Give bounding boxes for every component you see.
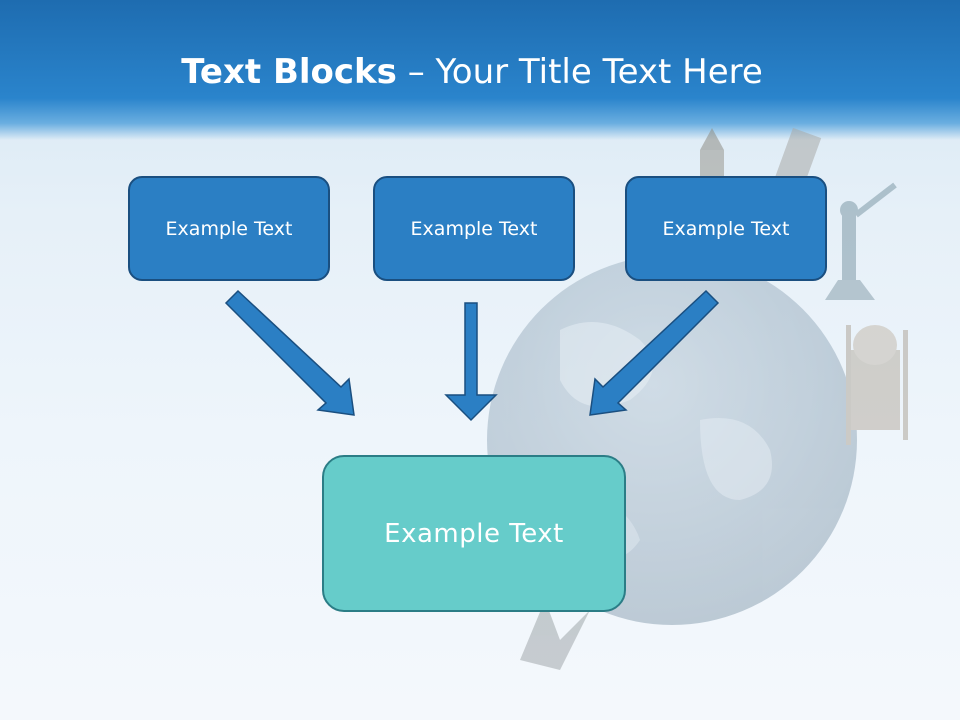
target-text-block-label: Example Text xyxy=(384,518,564,549)
target-text-block[interactable]: Example Text xyxy=(322,455,626,612)
header-band xyxy=(0,0,960,140)
arrow-left-icon xyxy=(224,289,355,416)
taj-mahal-icon xyxy=(846,325,908,445)
arrow-center-icon xyxy=(444,302,498,422)
text-block-left-label: Example Text xyxy=(165,217,293,240)
title-rest-text: Your Title Text Here xyxy=(435,52,763,92)
text-block-center-label: Example Text xyxy=(410,217,538,240)
arrow-right-icon xyxy=(589,289,720,416)
slide-title: Text Blocks – Your Title Text Here xyxy=(0,52,944,92)
title-dash: – xyxy=(396,52,436,92)
text-block-left[interactable]: Example Text xyxy=(128,176,330,281)
text-block-center[interactable]: Example Text xyxy=(373,176,575,281)
statue-of-liberty-icon xyxy=(825,182,897,300)
title-bold-text: Text Blocks xyxy=(181,52,397,92)
text-block-right-label: Example Text xyxy=(662,217,790,240)
text-block-right[interactable]: Example Text xyxy=(625,176,827,281)
